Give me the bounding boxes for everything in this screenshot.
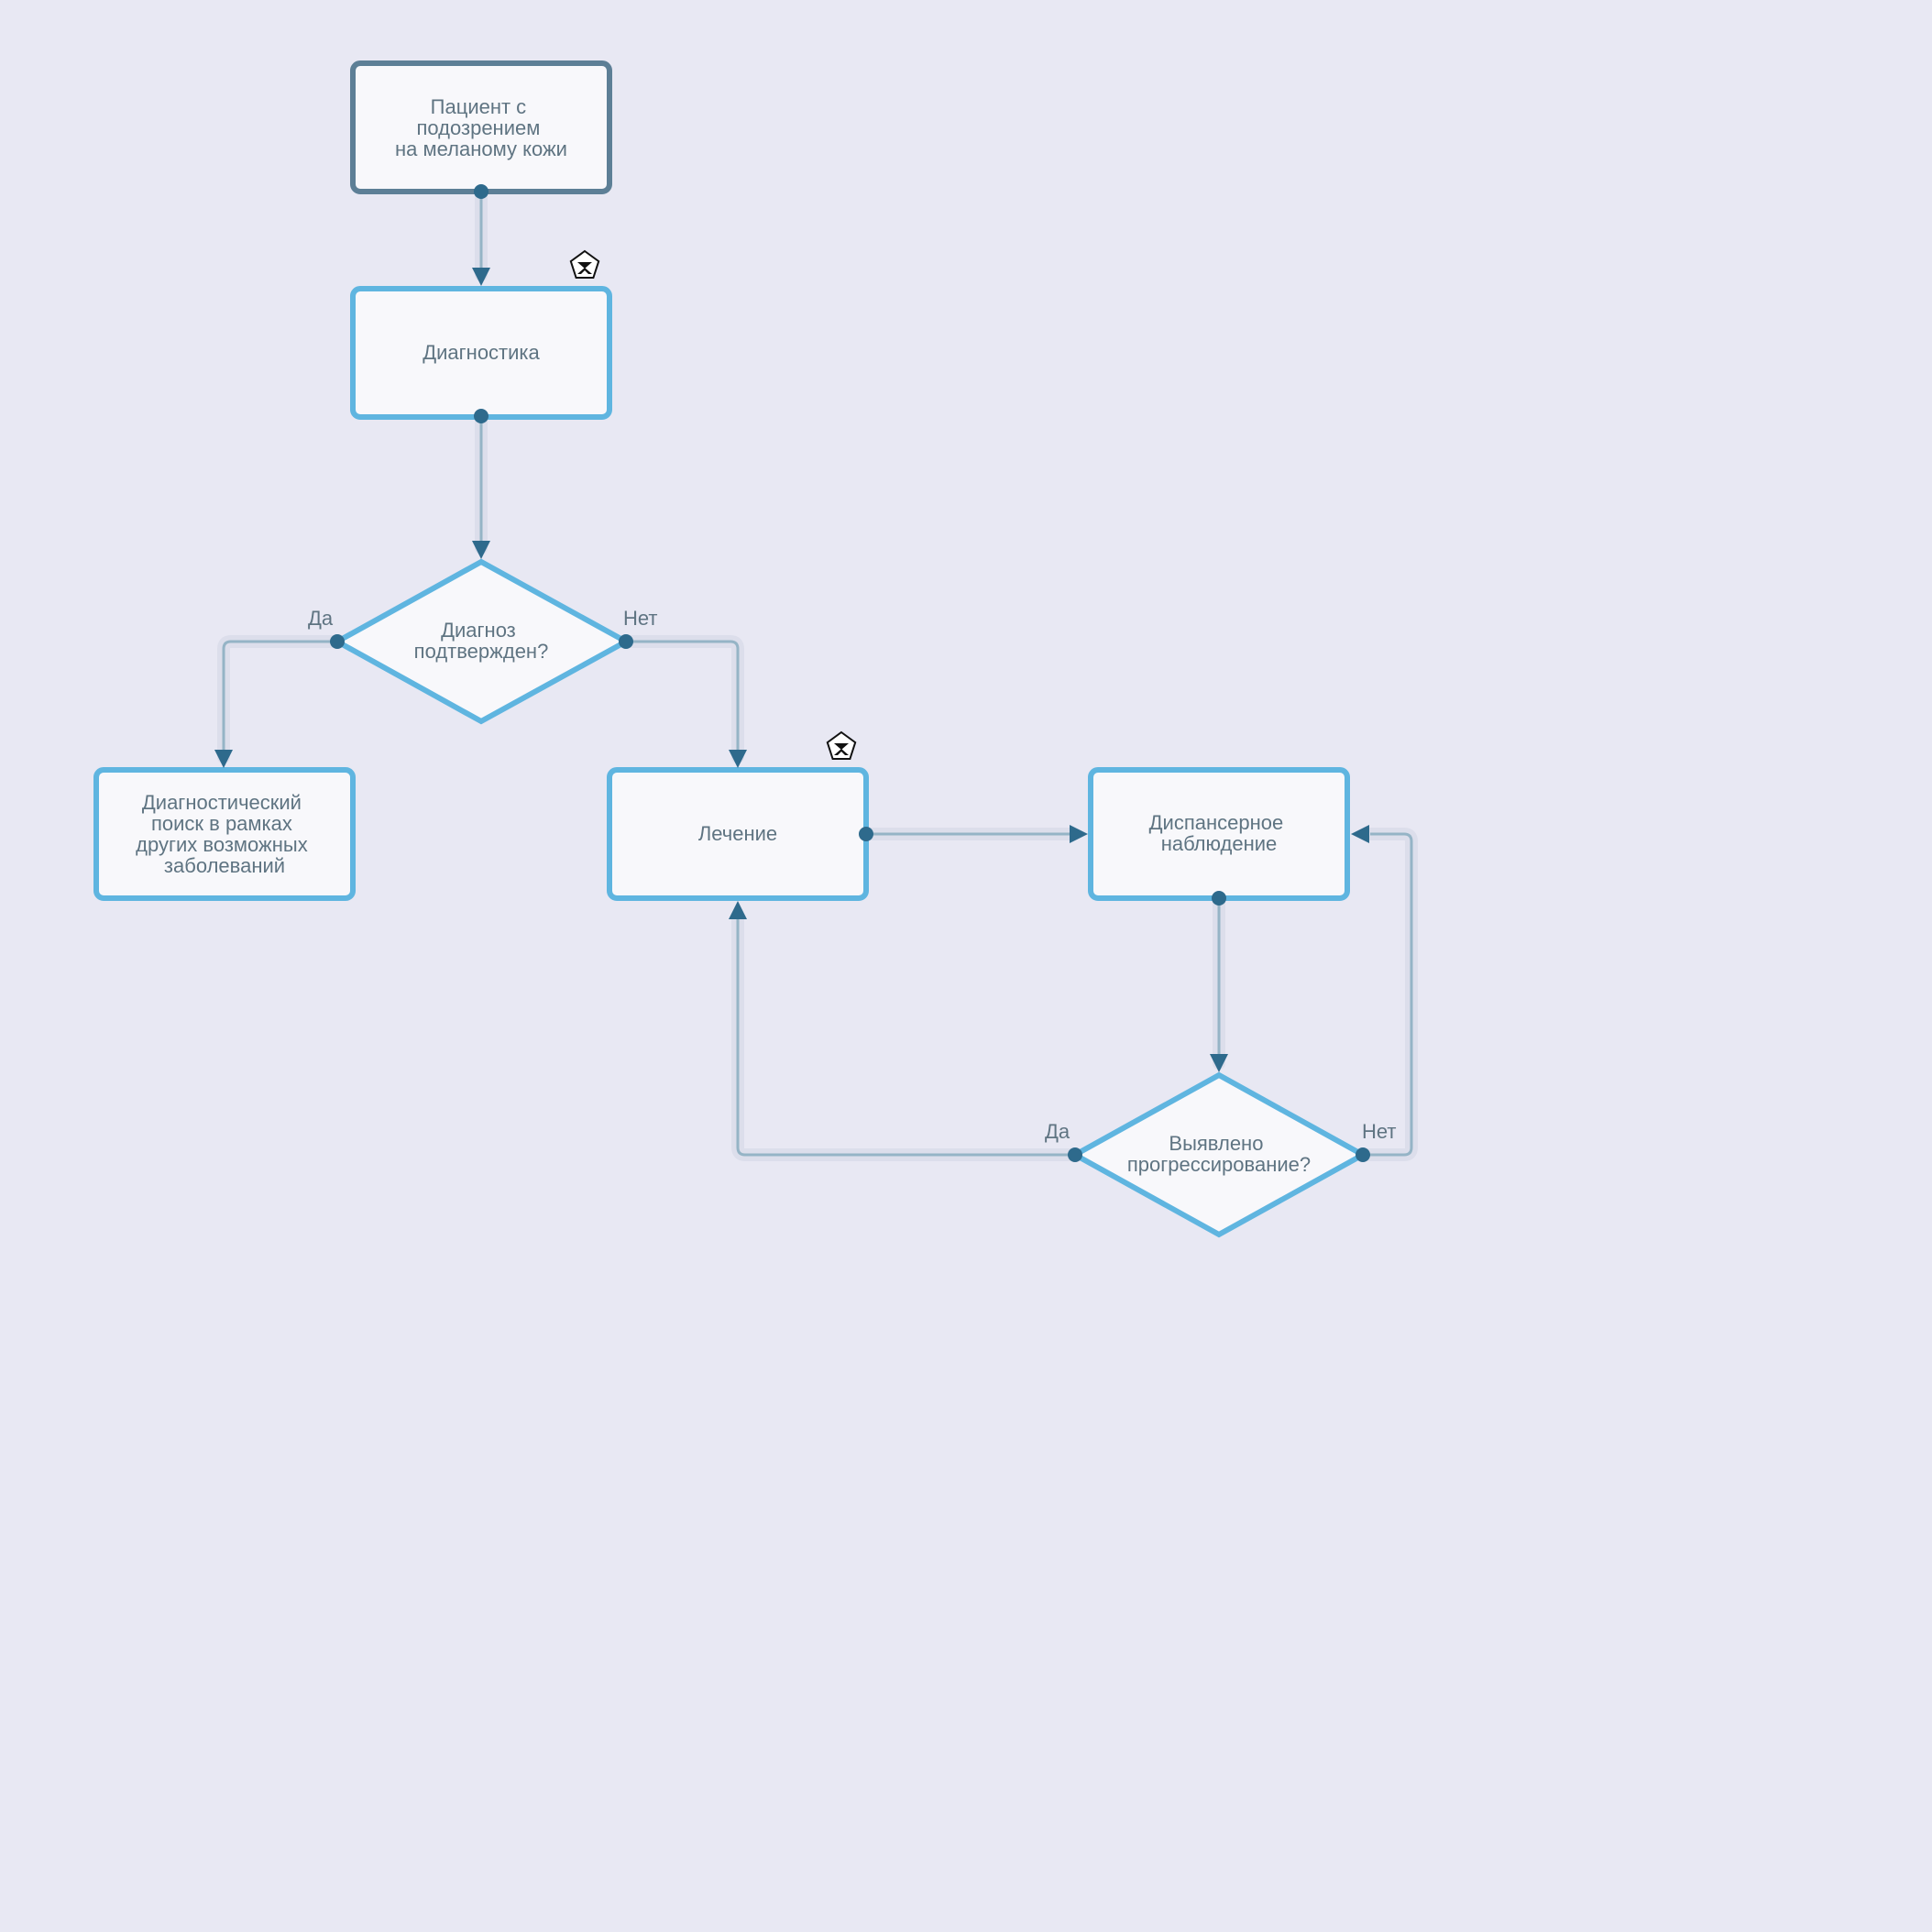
edge-progression-no-to-followup: [1363, 832, 1413, 1157]
arrowhead: [214, 750, 233, 768]
connector-dot: [859, 827, 873, 841]
edge-decision-yes-to-other: [222, 640, 337, 757]
node-other-diseases-text: Диагностический поиск в рамках других во…: [136, 791, 313, 877]
pentagon-person-icon: [569, 250, 600, 279]
connector-dot: [1068, 1147, 1082, 1162]
arrowhead: [1210, 1054, 1228, 1072]
node-other-diseases[interactable]: Диагностический поиск в рамках других во…: [93, 767, 356, 901]
arrowhead: [472, 541, 490, 559]
edge-label-progression-no: Нет: [1362, 1120, 1396, 1143]
connector-dot: [474, 409, 488, 423]
arrowhead: [729, 901, 747, 919]
arrowhead: [472, 268, 490, 286]
pentagon-person-icon: [826, 731, 857, 760]
arrowheads: [214, 268, 1369, 1072]
node-decision-progression[interactable]: Выявлено прогрессирование?: [1069, 1071, 1369, 1238]
edge-label-progression-yes: Да: [1045, 1120, 1070, 1143]
connector-lines: [222, 192, 1413, 1157]
node-decision-progression-text: Выявлено прогрессирование?: [1127, 1132, 1311, 1176]
node-start[interactable]: Пациент с подозрением на меланому кожи: [350, 60, 612, 194]
connector-dot: [474, 184, 488, 199]
node-decision-confirmed-text: Диагноз подтвержден?: [414, 619, 549, 663]
edge-decision-no-to-treatment: [626, 640, 740, 757]
edge-progression-yes-to-treatment: [736, 917, 1075, 1157]
connector-dot: [1356, 1147, 1370, 1162]
node-follow-up-text: Диспансерное наблюдение: [1149, 811, 1290, 855]
arrowhead: [729, 750, 747, 768]
node-diagnostics[interactable]: Диагностика: [350, 286, 612, 420]
node-treatment[interactable]: Лечение: [607, 767, 869, 901]
connector-dot: [330, 634, 345, 649]
arrowhead: [1070, 825, 1088, 843]
node-treatment-text: Лечение: [698, 822, 777, 845]
edge-label-confirmed-no: Нет: [623, 607, 657, 630]
node-diagnostics-text: Диагностика: [423, 341, 540, 364]
connector-dot: [1212, 891, 1226, 906]
node-decision-confirmed[interactable]: Диагноз подтвержден?: [331, 558, 632, 725]
connector-dots: [330, 184, 1370, 1162]
node-start-text: Пациент с подозрением на меланому кожи: [395, 95, 567, 160]
arrowhead: [1351, 825, 1369, 843]
edge-label-confirmed-yes: Да: [308, 607, 334, 630]
node-follow-up[interactable]: Диспансерное наблюдение: [1088, 767, 1350, 901]
connector-dot: [619, 634, 633, 649]
